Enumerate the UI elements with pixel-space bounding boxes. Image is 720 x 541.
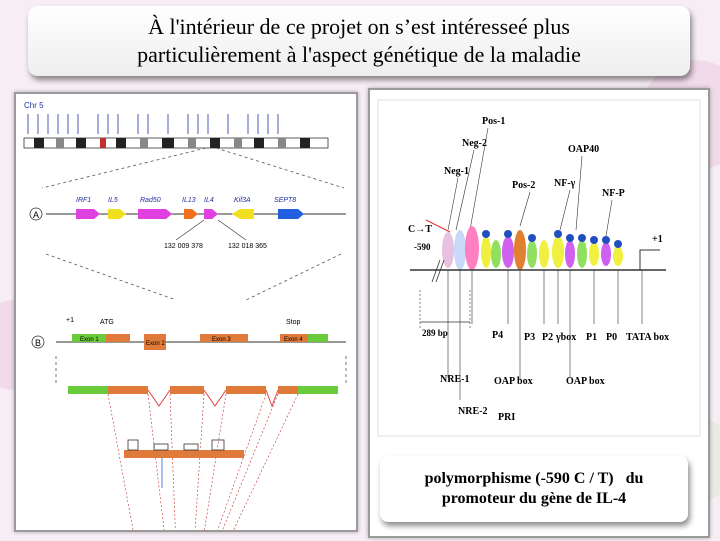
exon-4: Exon 4 — [280, 334, 328, 343]
factor-d — [527, 240, 537, 268]
factor-pos2 — [514, 230, 526, 270]
promoter-diagram: Pos-1 Neg-2 OAP40 Neg-1 Pos-2 NF-γ NF-P … — [377, 99, 701, 437]
caption-line-2: promoteur du gène de IL-4 — [441, 490, 627, 507]
chr-label: Chr 5 — [24, 101, 44, 110]
panel-a-label: A — [33, 210, 39, 220]
factor-h — [589, 242, 599, 266]
exon-2-label: Exon 2 — [146, 341, 165, 347]
factor-c — [502, 236, 514, 268]
factor-a — [481, 236, 491, 268]
panel-a-marker — [29, 207, 43, 221]
mrna-structure — [68, 386, 338, 541]
label-nre2: NRE-2 — [458, 406, 487, 417]
slide-title-line-2: particulièrement à l'aspect génétique de… — [137, 42, 581, 67]
gene-arrow-il4 — [204, 209, 218, 219]
label-tata-box: TATA box — [626, 332, 669, 343]
factor-e — [539, 240, 549, 268]
label-nre1: NRE-1 — [440, 374, 469, 385]
gene-arrow-rad50 — [138, 209, 172, 219]
label-pos1: Pos-1 — [482, 116, 505, 127]
label-oap-box-1: OAP box — [494, 376, 533, 387]
gene-label-irf1: IRF1 — [76, 197, 91, 204]
factor-nf-p — [601, 242, 611, 266]
label-p4: P4 — [492, 330, 503, 341]
factor-i — [613, 246, 623, 266]
exon-2: Exon 2 — [144, 334, 166, 350]
gene-label-kif3a: Kif3A — [234, 197, 251, 204]
label-ybox: γbox — [555, 332, 576, 343]
label-neg1: Neg-1 — [444, 166, 469, 177]
slide-title-line-1: À l'intérieur de ce projet on s’est inté… — [148, 14, 570, 39]
gene-arrow-il13 — [184, 209, 198, 219]
snp-position-label: -590 — [414, 242, 431, 252]
label-p3: P3 — [524, 332, 535, 343]
label-neg2: Neg-2 — [462, 138, 487, 149]
exon-1: Exon 1 — [72, 334, 130, 343]
exon-3-label: Exon 3 — [212, 337, 231, 343]
coordinate-end: 132 018 365 — [228, 243, 267, 250]
factor-pos1 — [465, 226, 479, 270]
figure-caption-box: polymorphisme (-590 C / T) du promoteur … — [380, 456, 688, 522]
exon-3: Exon 3 — [200, 334, 248, 343]
chromosome-ideogram — [23, 137, 329, 149]
panel-b-marker — [31, 335, 45, 349]
label-pos2: Pos-2 — [512, 180, 535, 191]
panel-b-label: B — [35, 338, 41, 348]
label-nf-y: NF-γ — [554, 178, 576, 189]
factor-neg2 — [454, 230, 466, 270]
label-nf-p: NF-P — [602, 188, 625, 199]
chromosome-band-labels — [27, 114, 279, 134]
locus-diagram: Chr 5 — [23, 101, 347, 541]
il4-locus-figure: Chr 5 — [14, 92, 358, 541]
coordinate-start: 132 009 378 — [164, 243, 203, 250]
factor-neg1 — [442, 232, 454, 268]
factor-g — [577, 240, 587, 268]
label-p1: P1 — [586, 332, 597, 343]
factor-nf-y — [552, 236, 564, 268]
gene-arrow-irf1 — [76, 209, 100, 219]
stop-codon-label: Stop — [286, 319, 301, 326]
label-pri: PRI — [498, 412, 515, 423]
tss-label: +1 — [66, 317, 74, 324]
distance-label: 289 bp — [422, 328, 448, 338]
label-p0: P0 — [606, 332, 617, 343]
label-p2: P2 — [542, 332, 553, 343]
snp-label: C→T — [408, 224, 432, 235]
protein-domain-detail — [124, 439, 244, 488]
exon-1-label: Exon 1 — [80, 337, 99, 343]
exon-4-label: Exon 4 — [284, 337, 303, 343]
gene-arrow-il5 — [108, 209, 126, 219]
gene-label-sept8: SEPT8 — [274, 197, 296, 204]
label-oap-box-2: OAP box — [566, 376, 605, 387]
label-oap40: OAP40 — [568, 144, 599, 155]
transcription-factors — [442, 226, 623, 270]
gene-label-il13: IL13 — [182, 197, 196, 204]
tss-plus1-label: +1 — [652, 234, 663, 245]
gene-arrow-kif3a — [232, 209, 254, 219]
factor-f — [565, 240, 575, 268]
slide-title-box: À l'intérieur de ce projet on s’est inté… — [28, 6, 690, 76]
gene-label-rad50: Rad50 — [140, 197, 161, 204]
start-codon-label: ATG — [100, 319, 114, 326]
gene-label-il4: IL4 — [204, 197, 214, 204]
gene-arrow-sept8 — [278, 209, 304, 219]
gene-label-il5: IL5 — [108, 197, 118, 204]
factor-b — [491, 240, 501, 268]
caption-line-1: polymorphisme (-590 C / T) du — [424, 470, 644, 487]
